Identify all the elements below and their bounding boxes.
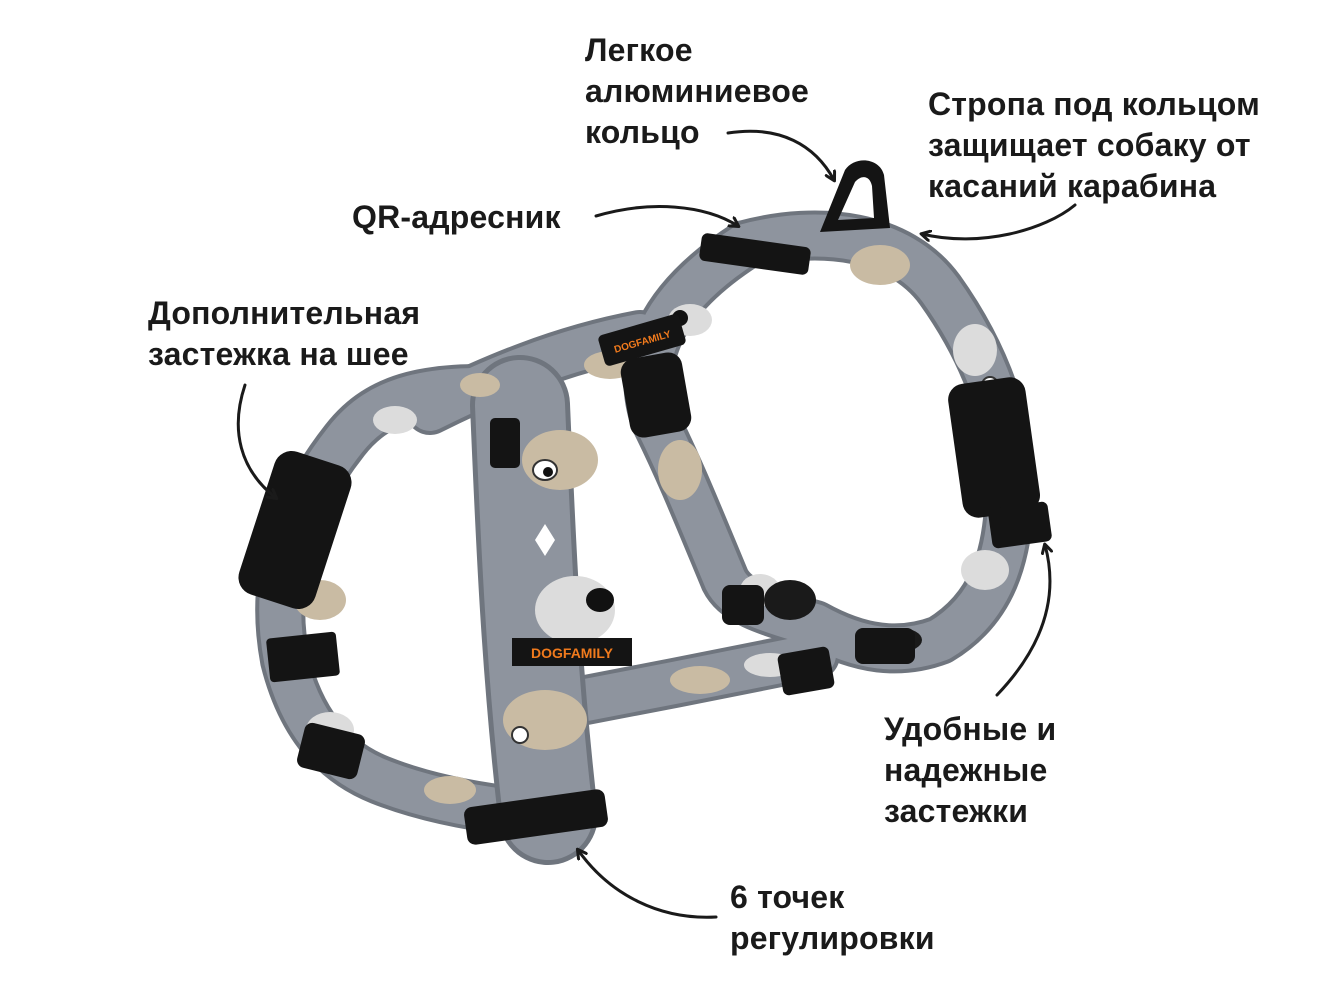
arrow-qr: [594, 205, 738, 226]
callout-neck-label: Дополнительная застежка на шее: [148, 295, 421, 372]
callout-arrows: [236, 129, 1077, 919]
callout-clasps-label: Удобные и надежные застежки: [884, 711, 1057, 829]
adjustment-slider: [464, 789, 608, 845]
aluminium-d-ring: [820, 160, 890, 232]
callout-ring-label: Легкое алюминиевое кольцо: [585, 32, 809, 150]
callout-strap-label: Стропа под кольцом защищает собаку от ка…: [928, 86, 1260, 204]
arrow-strap: [922, 203, 1077, 239]
brand-tag-front-text: DOGFAMILY: [531, 645, 614, 661]
arrow-adjust: [578, 850, 718, 919]
callout-adjust-label: 6 точек регулировки: [730, 879, 935, 956]
brand-tag-front: DOGFAMILY: [512, 638, 632, 666]
qr-tag-slider: [699, 233, 811, 275]
side-release-buckle: [948, 377, 1041, 518]
hardware: [238, 160, 1052, 845]
callout-qr-label: QR-адресник: [352, 199, 561, 235]
arrow-neck: [236, 383, 276, 498]
arrow-clasps: [995, 545, 1050, 697]
arrow-ring: [726, 129, 834, 180]
